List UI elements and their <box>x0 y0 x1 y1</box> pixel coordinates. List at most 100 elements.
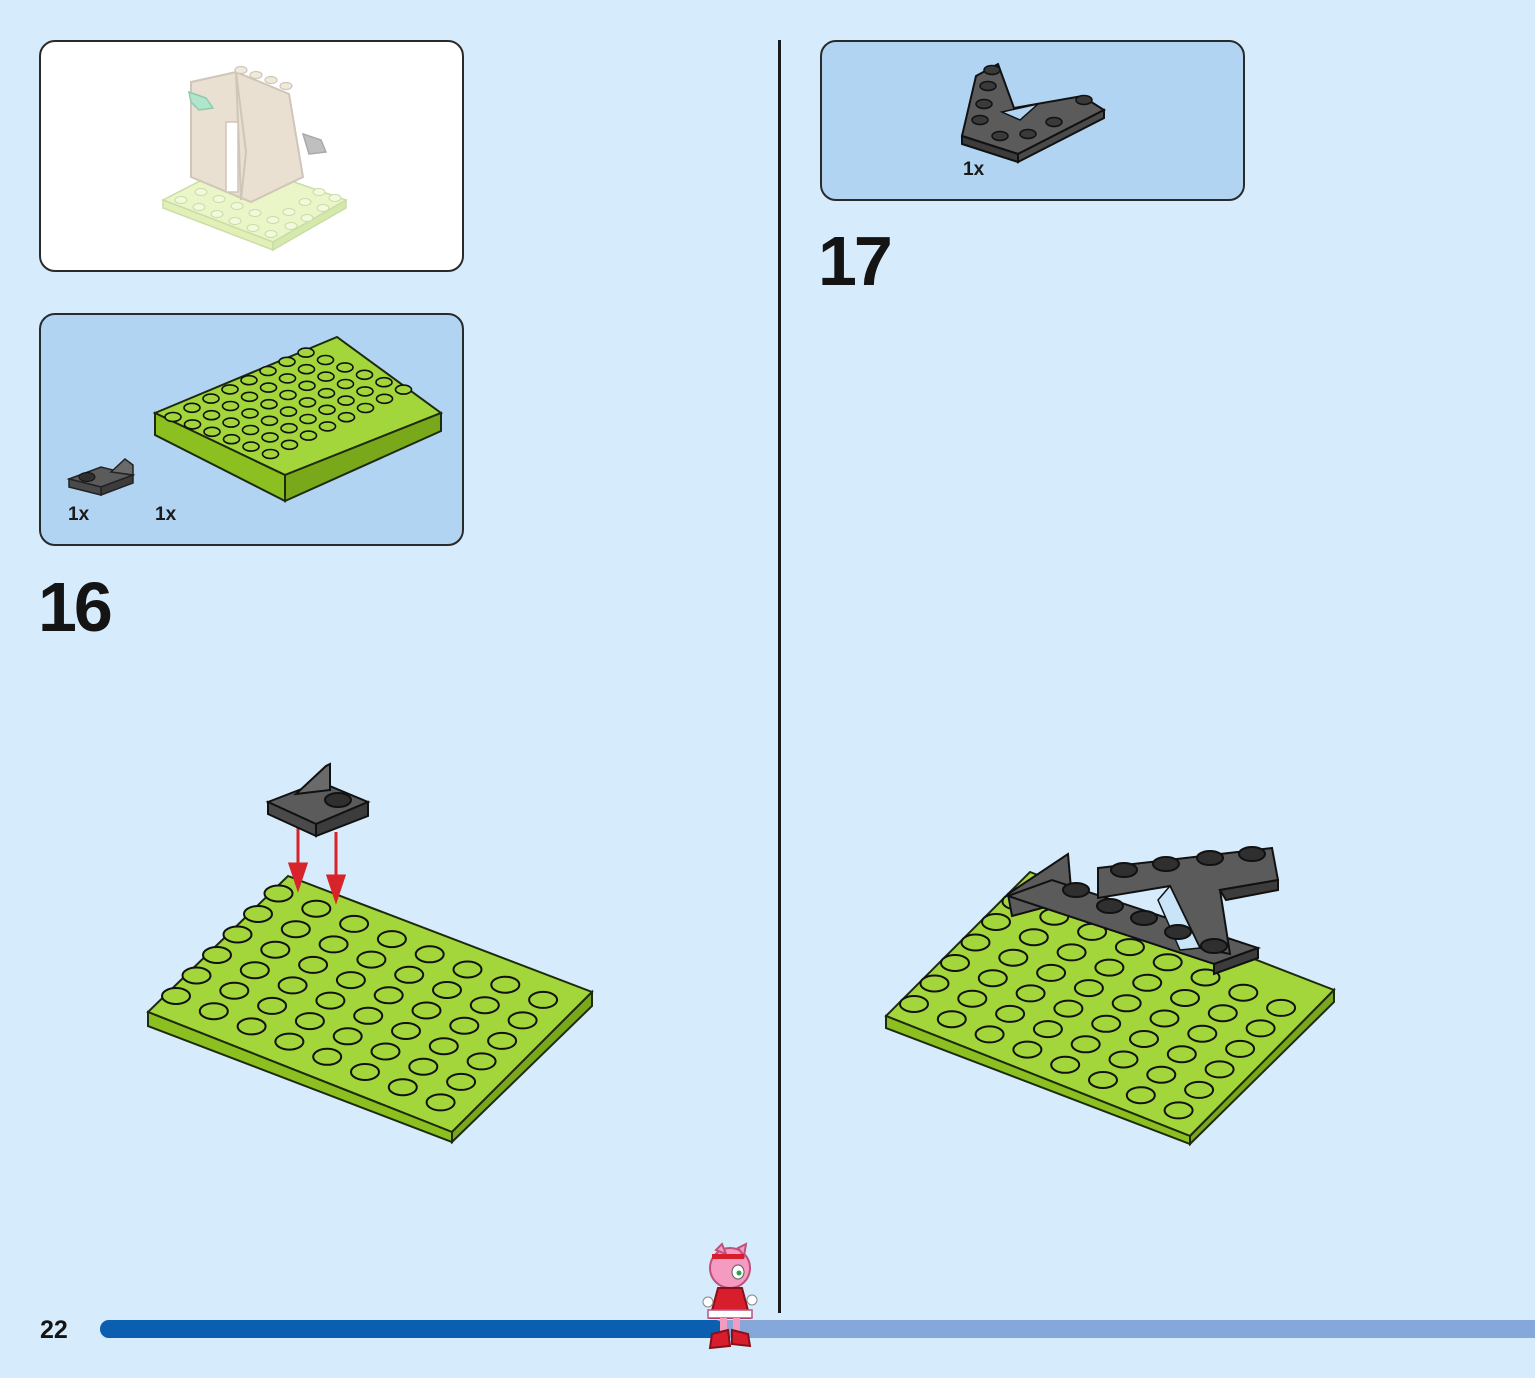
stud <box>312 1047 343 1066</box>
stud <box>1190 968 1221 987</box>
stud <box>428 1037 459 1056</box>
stud <box>181 966 212 985</box>
stud <box>449 1016 480 1035</box>
stud <box>222 433 241 445</box>
stud <box>263 884 294 903</box>
stud <box>202 393 220 404</box>
model-preview-image <box>161 65 348 252</box>
stud <box>301 899 332 918</box>
placement-arrows <box>287 818 347 905</box>
stud <box>279 406 298 417</box>
stud <box>1166 1045 1197 1064</box>
step16-parts-panel: 1x 1x <box>39 313 464 546</box>
stud <box>298 380 316 392</box>
stud <box>394 965 425 984</box>
stud <box>370 1042 401 1061</box>
stud <box>183 402 201 414</box>
step-number-17: 17 <box>818 222 893 300</box>
lime-plate-icon <box>152 335 444 503</box>
stud <box>280 439 299 451</box>
stud <box>1094 958 1125 977</box>
stud <box>1228 983 1259 1002</box>
stud <box>161 987 191 1005</box>
stud <box>1036 963 1067 982</box>
stud <box>240 374 258 386</box>
stud <box>414 945 445 964</box>
stud <box>259 382 278 393</box>
stud <box>487 1031 518 1050</box>
stud <box>1032 1020 1063 1039</box>
step16-illustration <box>146 762 594 1145</box>
stud <box>373 986 404 1005</box>
stud <box>466 1052 497 1071</box>
stud <box>202 409 221 421</box>
stud <box>1152 953 1183 972</box>
progress-bar <box>100 1320 1535 1338</box>
stud <box>318 404 336 416</box>
stud <box>1073 979 1104 998</box>
stud <box>507 1011 538 1030</box>
stud <box>317 371 335 382</box>
step17-illustration <box>884 846 1336 1147</box>
stud <box>221 384 239 395</box>
stud <box>974 1025 1005 1044</box>
stud <box>1207 1004 1238 1023</box>
stud <box>336 378 355 390</box>
stud <box>297 363 316 375</box>
dark-gray-assembly <box>1004 846 1280 976</box>
stud <box>222 417 240 428</box>
stud <box>387 1078 418 1097</box>
stud <box>203 426 221 438</box>
stud <box>1018 928 1049 947</box>
stud <box>919 974 950 993</box>
dark-gray-bracket-plate-icon <box>66 458 136 497</box>
stud <box>1184 1080 1215 1099</box>
stud <box>274 1032 305 1051</box>
stud <box>1108 1050 1139 1069</box>
stud <box>469 996 500 1015</box>
stud <box>257 996 288 1015</box>
stud <box>259 365 277 377</box>
stud <box>350 1063 380 1081</box>
stud <box>995 1004 1026 1023</box>
stud <box>332 1027 363 1046</box>
stud <box>260 940 291 959</box>
stud <box>198 1002 229 1021</box>
stud <box>1091 1014 1122 1033</box>
stud <box>1266 998 1297 1017</box>
stud <box>261 432 279 443</box>
stud <box>298 955 329 974</box>
stud <box>408 1057 439 1076</box>
step-number-16: 16 <box>38 568 113 646</box>
amy-rose-icon <box>702 1242 758 1350</box>
stud <box>318 421 337 432</box>
stud <box>1170 989 1200 1007</box>
stud <box>222 925 253 944</box>
stud <box>1114 938 1145 957</box>
stud <box>411 1001 442 1020</box>
stud <box>317 387 336 399</box>
stud <box>1225 1039 1256 1058</box>
stud <box>356 402 375 414</box>
stud <box>1053 999 1084 1018</box>
stud <box>299 413 317 425</box>
stud <box>335 971 366 990</box>
stud <box>998 948 1029 967</box>
stud <box>241 424 260 436</box>
stud <box>957 989 988 1008</box>
stud <box>261 448 280 460</box>
stud <box>280 920 311 939</box>
page-number: 22 <box>40 1316 68 1344</box>
stud <box>336 362 354 373</box>
stud <box>960 933 991 952</box>
stud <box>243 905 273 923</box>
part-qty-wedge: 1x <box>963 159 985 180</box>
stud <box>1012 1040 1043 1059</box>
stud <box>298 397 317 408</box>
progress-bar-fill <box>100 1320 724 1338</box>
stud <box>219 981 250 1000</box>
stud <box>376 930 407 949</box>
stud <box>446 1072 477 1091</box>
stud <box>355 369 374 381</box>
stud <box>1129 1030 1159 1048</box>
